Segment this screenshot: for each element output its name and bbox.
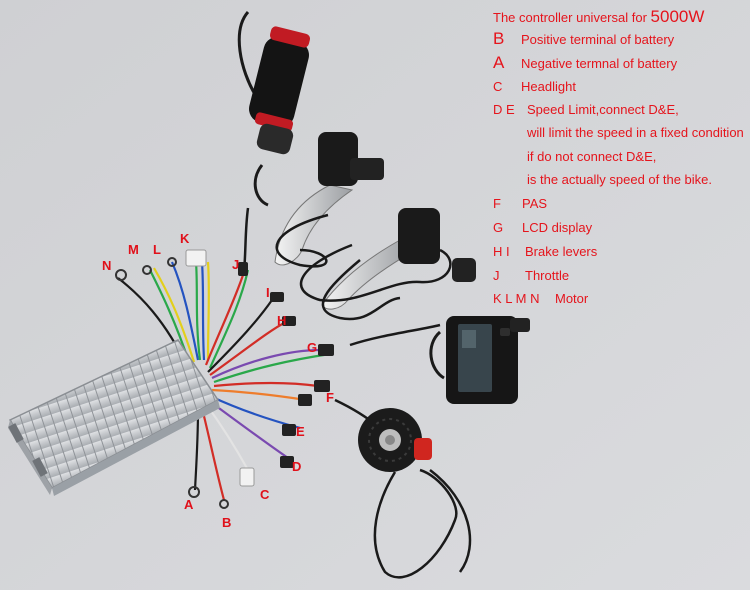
- legend-text: Negative termnal of battery: [521, 56, 678, 71]
- legend-text: Brake levers: [525, 244, 598, 259]
- legend-row-a: A: [493, 54, 504, 71]
- legend-text: PAS: [522, 196, 548, 211]
- legend-key: G: [493, 220, 504, 235]
- legend-key: C: [493, 79, 503, 94]
- wire-label-n: N: [102, 258, 112, 273]
- legend-key: F: [493, 196, 501, 211]
- legend-text: Headlight: [521, 79, 576, 94]
- legend-title-power: 5000W: [650, 7, 705, 26]
- wire-label-f: F: [326, 390, 334, 405]
- wire-label-a: A: [184, 497, 194, 512]
- legend-key: A: [493, 53, 505, 72]
- legend-key: B: [493, 29, 505, 48]
- wire-label-j: J: [232, 257, 240, 272]
- wire-label-m: M: [128, 242, 139, 257]
- wire-label-b: B: [222, 515, 232, 530]
- legend-text: LCD display: [522, 220, 593, 235]
- wire-label-i: I: [266, 285, 270, 300]
- wire-label-e: E: [296, 424, 305, 439]
- legend-row-b: B: [493, 30, 504, 47]
- wire-label-h: H: [277, 313, 287, 328]
- legend-text: Motor: [555, 291, 589, 306]
- wire-label-c: C: [260, 487, 270, 502]
- brake-lever-upper: [274, 132, 384, 266]
- pas-sensor: [358, 408, 432, 472]
- wire-label-d: D: [292, 459, 302, 474]
- connectors: [115, 249, 334, 509]
- legend-key: H I: [493, 244, 510, 259]
- legend-title: The controller universal for 5000W: [493, 8, 704, 25]
- wire-label-g: G: [307, 340, 318, 355]
- legend-text: Throttle: [525, 268, 570, 283]
- brake-lever-lower: [321, 208, 476, 310]
- lcd-display: [429, 316, 530, 404]
- legend-text: will limit the speed in a fixed conditio…: [527, 125, 744, 140]
- wire-label-k: K: [180, 231, 190, 246]
- wire-label-l: L: [153, 242, 161, 257]
- legend-text: Speed Limit,connect D&E,: [527, 102, 679, 117]
- legend-key: K L M N: [493, 291, 540, 306]
- legend-text: Positive terminal of battery: [521, 32, 675, 47]
- legend-text: is the actually speed of the bike.: [527, 172, 713, 187]
- legend-title-prefix: The controller universal for: [493, 10, 647, 25]
- legend-text: if do not connect D&E,: [527, 149, 657, 164]
- throttle-grip: [237, 11, 311, 207]
- legend-key: J: [493, 268, 500, 283]
- controller-box: [8, 339, 220, 496]
- legend-key: D E: [493, 102, 515, 117]
